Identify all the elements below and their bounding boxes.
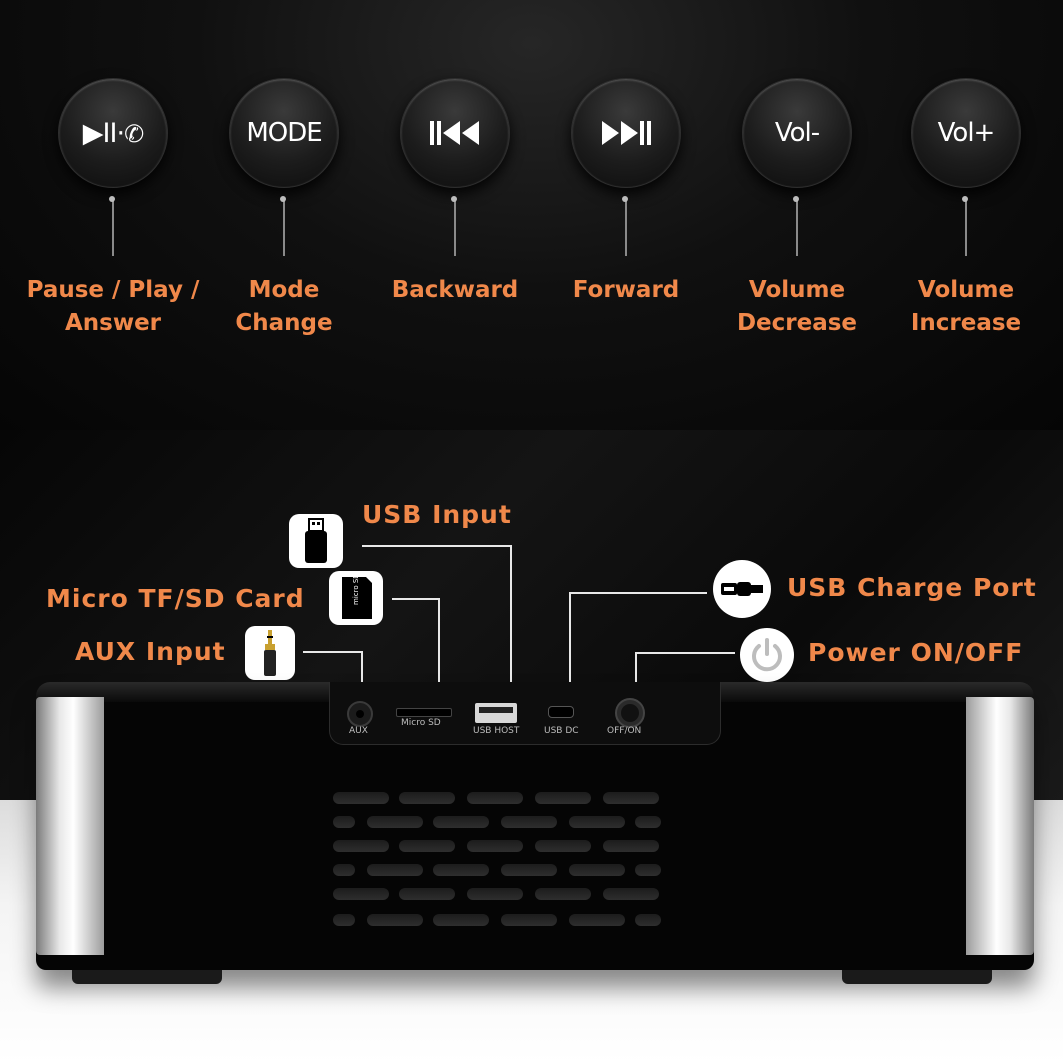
connector-line bbox=[109, 196, 115, 256]
micro-usb-cable-icon bbox=[713, 560, 771, 618]
volume-decrease-button[interactable]: Vol- bbox=[742, 78, 852, 188]
play-pause-answer-button[interactable]: ▶II·✆ bbox=[58, 78, 168, 188]
previous-track-icon bbox=[428, 119, 482, 147]
speaker-body: AUX Micro SD USB HOST USB DC OFF/ON bbox=[36, 682, 1034, 970]
usb-dc-port[interactable] bbox=[548, 706, 574, 718]
sd-leader bbox=[438, 598, 440, 706]
usb-input-leader bbox=[510, 545, 512, 697]
next-track-icon bbox=[599, 119, 653, 147]
backward-button[interactable] bbox=[400, 78, 510, 188]
speaker-grille-row bbox=[333, 864, 663, 876]
power-switch[interactable] bbox=[615, 698, 645, 728]
speaker-grille-row bbox=[333, 840, 663, 852]
play-pause-phone-icon: ▶II·✆ bbox=[82, 117, 144, 149]
speaker-grille-row bbox=[333, 792, 663, 804]
usb-host-port-label: USB HOST bbox=[473, 726, 520, 736]
usb-charge-label: USB Charge Port bbox=[787, 573, 1037, 602]
usb-input-leader bbox=[362, 545, 512, 547]
usb-host-port[interactable] bbox=[475, 703, 517, 723]
connector-line bbox=[622, 196, 628, 256]
volume-up-text-icon: Vol+ bbox=[937, 118, 996, 148]
speaker-grille-row bbox=[333, 816, 663, 828]
usb-charge-leader bbox=[569, 592, 707, 594]
aux-port[interactable] bbox=[347, 701, 373, 727]
usb-input-label: USB Input bbox=[362, 500, 512, 529]
svg-text:micro SD: micro SD bbox=[352, 575, 360, 605]
connector-line bbox=[962, 196, 968, 256]
power-label: Power ON/OFF bbox=[808, 638, 1024, 667]
connector-line bbox=[280, 196, 286, 256]
sd-card-icon: micro SD bbox=[329, 571, 383, 625]
usb-stick-icon bbox=[289, 514, 343, 568]
sd-leader bbox=[392, 598, 440, 600]
connector-line bbox=[451, 196, 457, 256]
forward-button[interactable] bbox=[571, 78, 681, 188]
aux-jack-icon bbox=[245, 626, 295, 680]
aux-leader bbox=[361, 651, 363, 708]
mode-text-icon: MODE bbox=[246, 118, 322, 148]
forward-control: Forward bbox=[536, 78, 716, 307]
aux-port-label: AUX bbox=[349, 726, 368, 736]
speaker-grille-row bbox=[333, 914, 663, 926]
micro-sd-slot[interactable] bbox=[396, 708, 452, 717]
left-foot bbox=[72, 970, 222, 984]
button-label: Forward bbox=[572, 277, 680, 303]
speaker-grille-row bbox=[333, 888, 663, 900]
mode-button[interactable]: MODE bbox=[229, 78, 339, 188]
right-foot bbox=[842, 970, 992, 984]
aux-leader bbox=[303, 651, 363, 653]
button-label: Pause / Play /Answer bbox=[26, 277, 200, 336]
volume-down-text-icon: Vol- bbox=[774, 118, 820, 148]
backward-control: Backward bbox=[365, 78, 545, 307]
power-icon bbox=[740, 628, 794, 682]
left-silver-end bbox=[36, 697, 104, 955]
power-leader bbox=[635, 652, 637, 705]
aux-input-label: AUX Input bbox=[75, 637, 226, 666]
button-label: Backward bbox=[391, 277, 519, 303]
play-pause-answer-control: ▶II·✆ Pause / Play /Answer bbox=[23, 78, 203, 340]
right-silver-end bbox=[966, 697, 1034, 955]
usb-charge-leader bbox=[569, 592, 571, 704]
off-on-label: OFF/ON bbox=[607, 726, 642, 736]
volume-increase-button[interactable]: Vol+ bbox=[911, 78, 1021, 188]
port-panel: AUX Micro SD USB HOST USB DC OFF/ON bbox=[329, 682, 721, 745]
micro-sd-port-label: Micro SD bbox=[401, 718, 441, 728]
connector-line bbox=[793, 196, 799, 256]
micro-sd-label: Micro TF/SD Card bbox=[46, 584, 305, 613]
usb-dc-port-label: USB DC bbox=[544, 726, 579, 736]
power-leader bbox=[635, 652, 735, 654]
